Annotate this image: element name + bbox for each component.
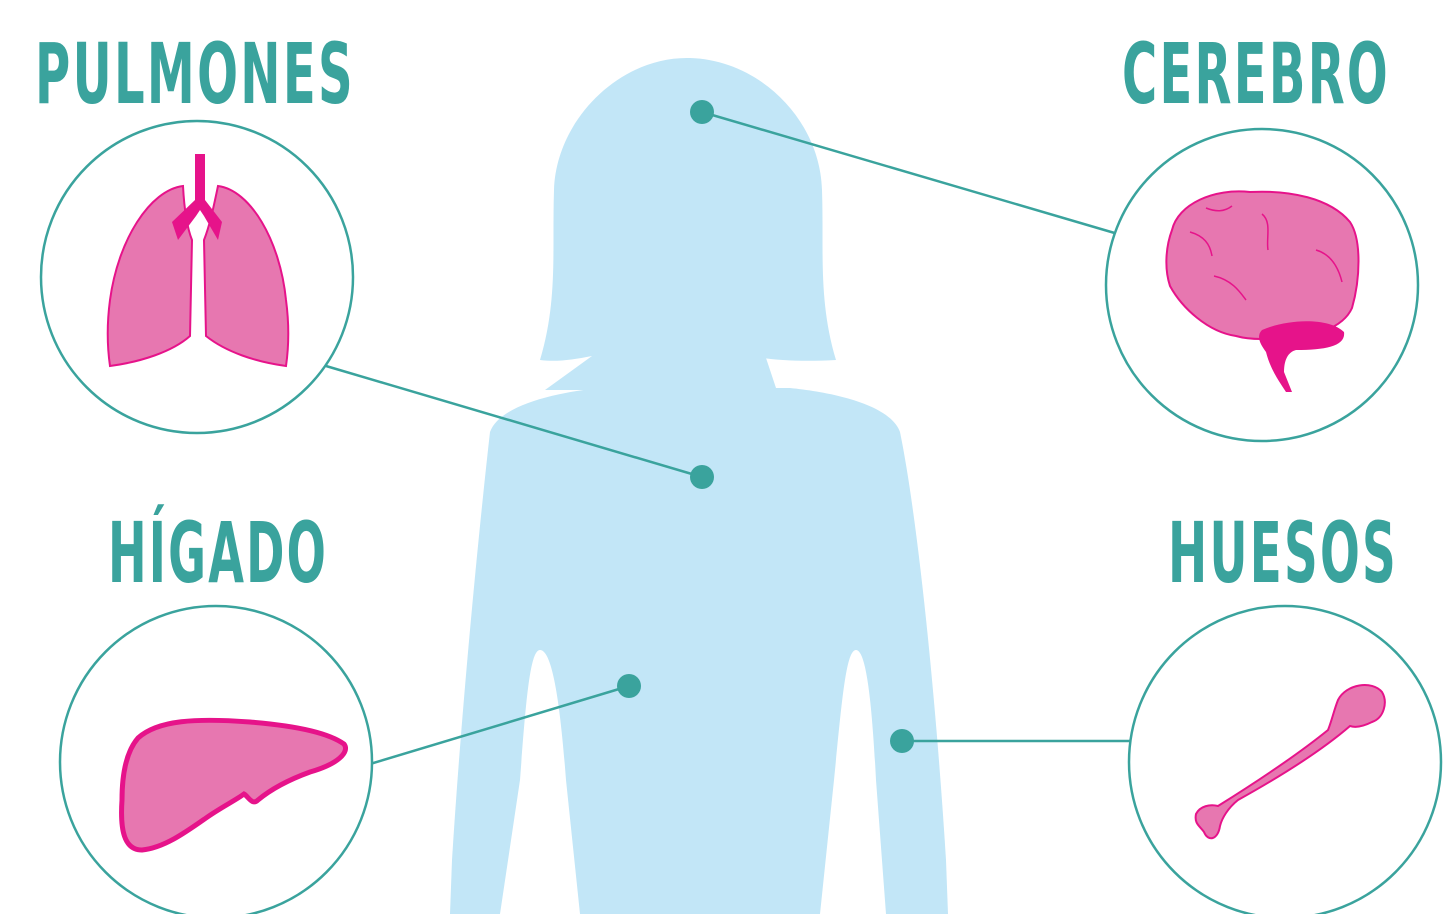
dot-lungs — [690, 465, 714, 489]
dot-brain — [690, 100, 714, 124]
label-liver: HÍGADO — [108, 504, 328, 602]
dot-liver — [617, 674, 641, 698]
bones-circle — [1129, 606, 1441, 914]
label-lungs: PULMONES — [35, 25, 355, 123]
dot-bones — [890, 729, 914, 753]
label-brain: CEREBRO — [1122, 25, 1390, 123]
label-bones: HUESOS — [1168, 504, 1398, 602]
